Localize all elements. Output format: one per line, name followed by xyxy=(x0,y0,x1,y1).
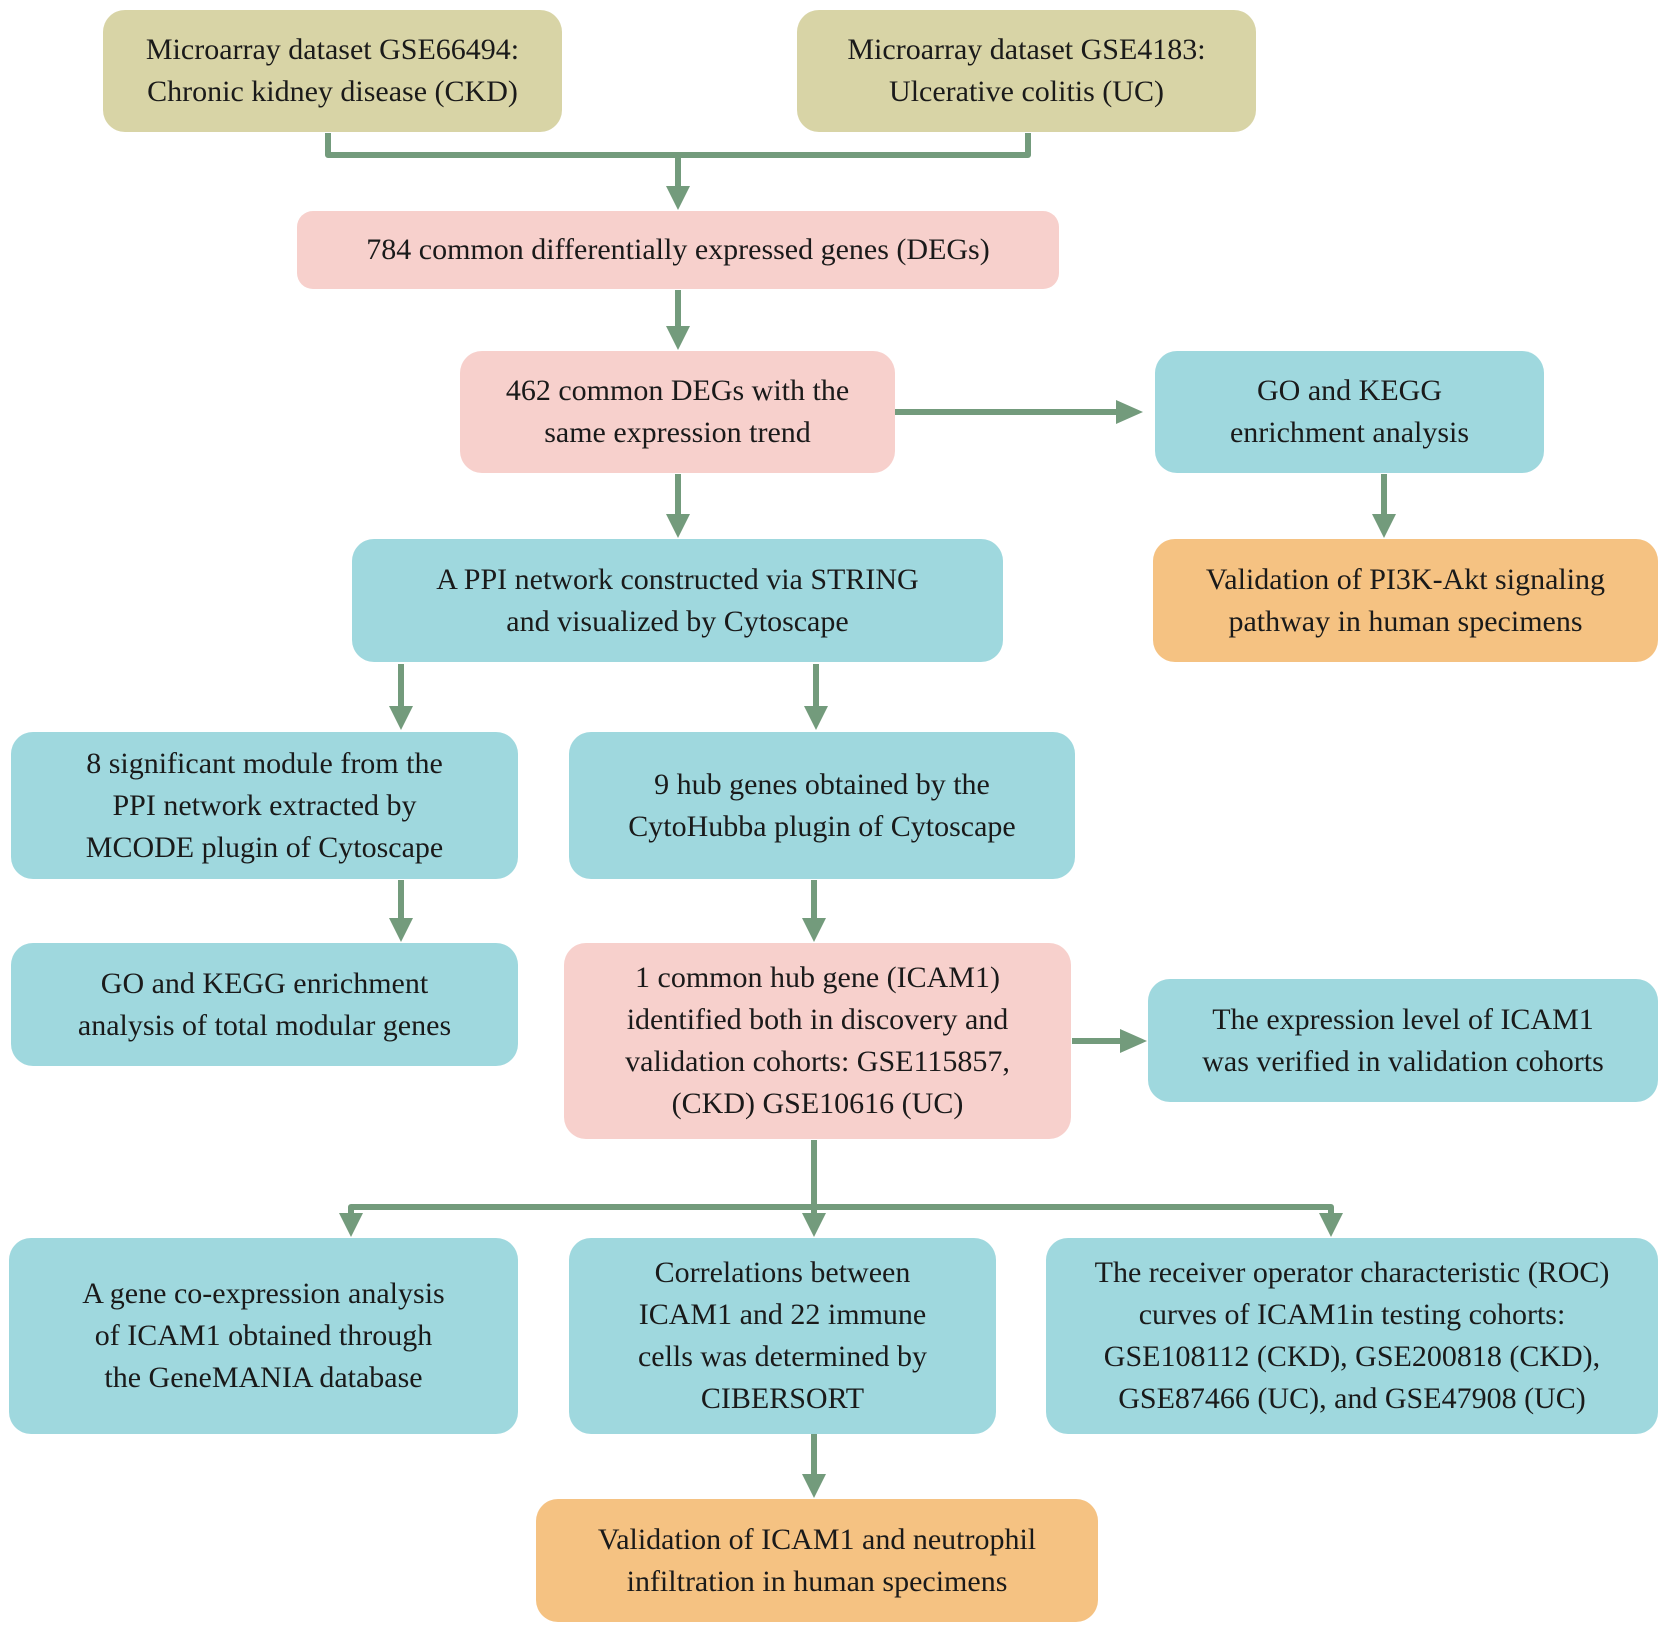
arrowhead xyxy=(666,326,690,350)
hub-genes-box: 9 hub genes obtained by the CytoHubba pl… xyxy=(569,732,1075,879)
arrowhead xyxy=(1372,514,1396,538)
arrowhead xyxy=(804,706,828,730)
icam1-expression-box: The expression level of ICAM1 was verifi… xyxy=(1148,979,1658,1102)
arrowhead xyxy=(802,1213,826,1237)
branch-bar xyxy=(348,1204,1334,1213)
cibersort-box: Correlations between ICAM1 and 22 immune… xyxy=(569,1238,996,1434)
genemania-box: A gene co-expression analysis of ICAM1 o… xyxy=(9,1238,518,1434)
ppi-network-label: A PPI network constructed via STRING and… xyxy=(436,562,919,638)
arrowhead xyxy=(666,186,690,210)
arrowhead xyxy=(339,1213,363,1237)
neutrophil-validation-box: Validation of ICAM1 and neutrophil infil… xyxy=(536,1499,1098,1622)
neutrophil-validation-label: Validation of ICAM1 and neutrophil infil… xyxy=(597,1522,1037,1598)
merge-connector xyxy=(325,133,1031,158)
hub-genes-label: 9 hub genes obtained by the CytoHubba pl… xyxy=(628,767,1016,843)
icam1-expression-label: The expression level of ICAM1 was verifi… xyxy=(1202,1002,1604,1078)
modular-enrichment-label: GO and KEGG enrichment analysis of total… xyxy=(77,966,452,1042)
pi3k-validation-label: Validation of PI3K-Akt signaling pathway… xyxy=(1205,562,1606,638)
cibersort-label: Correlations between ICAM1 and 22 immune… xyxy=(637,1256,928,1415)
arrowhead xyxy=(666,514,690,538)
arrowhead xyxy=(389,918,413,942)
same-trend-degs-label: 462 common DEGs with the same expression… xyxy=(505,374,850,449)
common-degs-label: 784 common differentially expressed gene… xyxy=(366,233,990,266)
roc-curves-label: The receiver operator characteristic (RO… xyxy=(1094,1256,1610,1415)
arrowhead xyxy=(802,1474,826,1498)
mcode-modules-label: 8 significant module from the PPI networ… xyxy=(85,746,444,864)
same-trend-degs-box: 462 common DEGs with the same expression… xyxy=(460,351,895,473)
mcode-modules-box: 8 significant module from the PPI networ… xyxy=(11,732,518,879)
genemania-label: A gene co-expression analysis of ICAM1 o… xyxy=(82,1277,445,1394)
dataset-uc-label: Microarray dataset GSE4183: Ulcerative c… xyxy=(847,33,1206,108)
arrowhead xyxy=(802,918,826,942)
modular-enrichment-box: GO and KEGG enrichment analysis of total… xyxy=(11,943,518,1066)
icam1-hub-box: 1 common hub gene (ICAM1) identified bot… xyxy=(564,943,1071,1139)
arrowhead xyxy=(1120,1029,1147,1053)
common-degs-box: 784 common differentially expressed gene… xyxy=(297,211,1059,289)
ppi-network-box: A PPI network constructed via STRING and… xyxy=(352,539,1003,662)
go-kegg-box: GO and KEGG enrichment analysis xyxy=(1155,351,1544,473)
arrowhead xyxy=(1319,1213,1343,1237)
pi3k-validation-box: Validation of PI3K-Akt signaling pathway… xyxy=(1153,539,1658,662)
dataset-ckd-label: Microarray dataset GSE66494: Chronic kid… xyxy=(145,33,520,108)
roc-curves-box: The receiver operator characteristic (RO… xyxy=(1046,1238,1658,1434)
dataset-uc-box: Microarray dataset GSE4183: Ulcerative c… xyxy=(797,10,1256,132)
arrowhead xyxy=(1116,400,1143,424)
dataset-ckd-box: Microarray dataset GSE66494: Chronic kid… xyxy=(103,10,562,132)
icam1-hub-label: 1 common hub gene (ICAM1) identified bot… xyxy=(625,961,1010,1120)
arrowhead xyxy=(389,706,413,730)
go-kegg-label: GO and KEGG enrichment analysis xyxy=(1229,374,1470,449)
